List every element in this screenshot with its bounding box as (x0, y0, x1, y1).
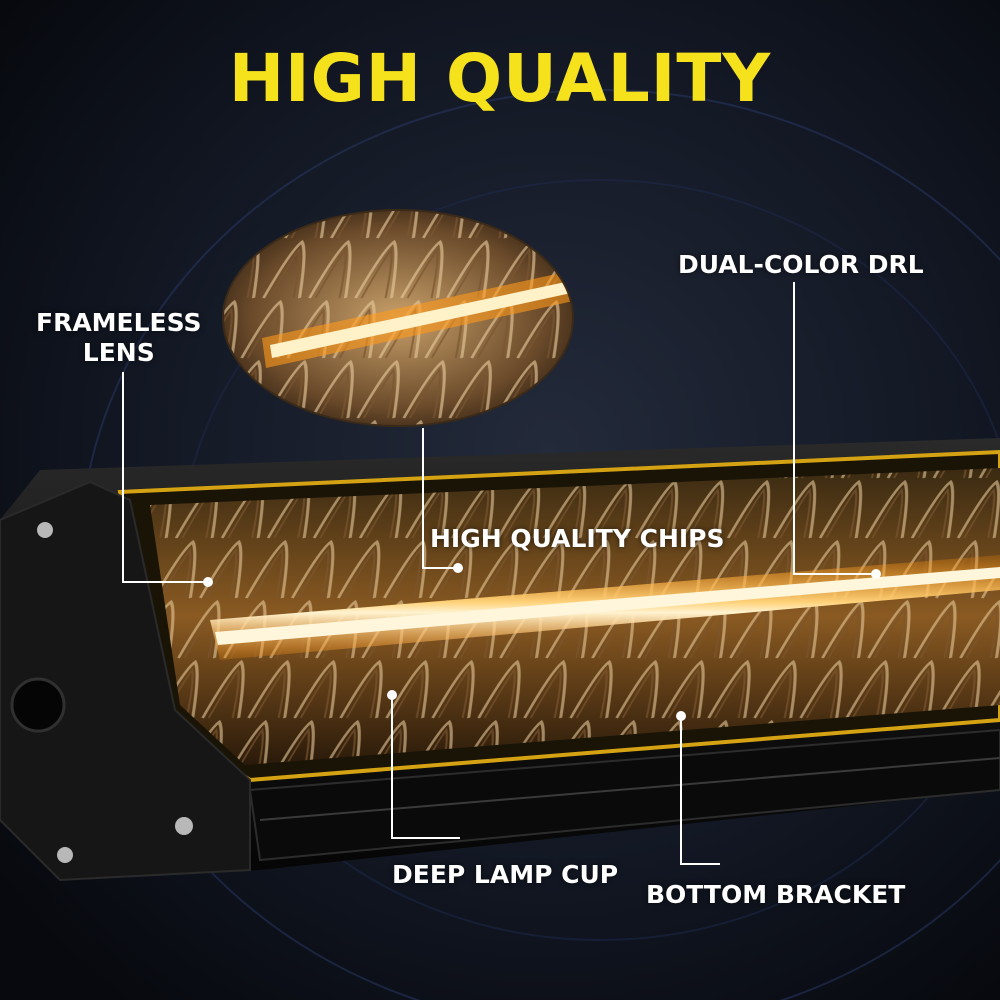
zoom-bubble (222, 209, 574, 427)
drl-core (215, 567, 1000, 645)
mount-hole (10, 677, 66, 733)
dot-chips (453, 563, 463, 573)
callout-dots (203, 563, 881, 721)
callout-frameless-lens-line2: LENS (82, 338, 155, 367)
screw-top (37, 522, 53, 538)
leader-frameless-lens (122, 372, 208, 583)
bottom-bracket (248, 728, 1000, 862)
leader-drl (793, 282, 876, 575)
callout-lines (122, 282, 876, 865)
bracket-edge (259, 757, 1000, 821)
dot-bracket (676, 711, 686, 721)
screw-bottom-left (57, 847, 73, 863)
leader-chips (422, 428, 458, 569)
end-cap (0, 480, 251, 882)
callout-dual-color-drl: DUAL-COLOR DRL (678, 250, 924, 279)
callout-frameless-lens-line1: FRAMELESS (36, 308, 202, 337)
page-title: HIGH QUALITY (228, 40, 772, 117)
leader-deep-cup (391, 695, 460, 839)
callout-bottom-bracket: BOTTOM BRACKET (646, 880, 906, 909)
callout-deep-lamp-cup: DEEP LAMP CUP (392, 860, 619, 889)
dot-drl (871, 569, 881, 579)
callout-frameless-lens: FRAMELESS LENS (36, 308, 202, 368)
dot-frameless-lens (203, 577, 213, 587)
callout-high-quality-chips: HIGH QUALITY CHIPS (430, 524, 725, 553)
light-bar (0, 438, 1000, 882)
dot-deep-cup (387, 690, 397, 700)
leader-bracket (680, 716, 720, 865)
screw-bottom-right (175, 817, 193, 835)
